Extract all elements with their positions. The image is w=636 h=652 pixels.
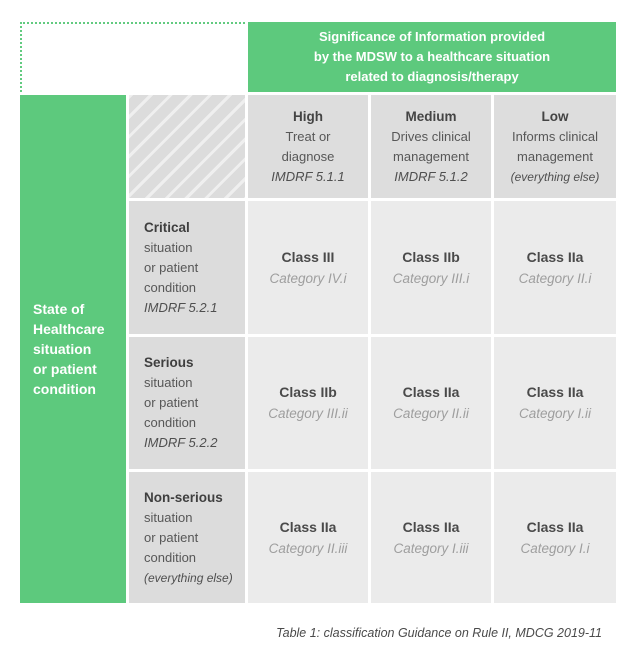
row-subtitle: situation bbox=[144, 375, 193, 390]
device-class: Class IIa bbox=[402, 384, 460, 400]
row-title: Serious bbox=[144, 355, 194, 370]
state-of-healthcare-header: State of Healthcare situation or patient… bbox=[20, 95, 126, 603]
column-subtitle: Drives clinical bbox=[391, 128, 471, 144]
device-class: Class IIb bbox=[279, 384, 337, 400]
imdrf-category: Category II.ii bbox=[393, 406, 469, 421]
row-subtitle: situation bbox=[144, 509, 193, 525]
column-header-low: Low Informs clinical management (everyth… bbox=[494, 95, 616, 198]
device-class: Class IIb bbox=[402, 248, 460, 265]
imdrf-category: Category I.i bbox=[520, 540, 590, 556]
cell-non-serious-high: Class IIa Category II.iii bbox=[248, 472, 368, 603]
device-class: Class IIa bbox=[402, 518, 460, 535]
imdrf-category: Category III.ii bbox=[268, 406, 348, 421]
column-reference: IMDRF 5.1.1 bbox=[271, 168, 345, 184]
column-subtitle: management bbox=[517, 148, 593, 164]
row-title: Non-serious bbox=[144, 489, 223, 505]
column-subtitle: Treat or bbox=[285, 128, 331, 144]
device-class: Class IIa bbox=[526, 384, 584, 400]
imdrf-category: Category I.iii bbox=[393, 540, 469, 556]
state-header-line: or patient bbox=[33, 361, 97, 377]
table-caption: Table 1: classification Guidance on Rule… bbox=[276, 626, 602, 640]
table-grid: Significance of Information provided by … bbox=[20, 22, 616, 603]
column-header-medium: Medium Drives clinical management IMDRF … bbox=[371, 95, 491, 198]
significance-header-line: by the MDSW to a healthcare situation bbox=[313, 49, 551, 64]
device-class: Class III bbox=[281, 248, 335, 265]
state-header-line: condition bbox=[33, 381, 96, 397]
row-reference: (everything else) bbox=[144, 570, 233, 585]
imdrf-category: Category II.i bbox=[518, 270, 592, 286]
row-title: Critical bbox=[144, 219, 190, 235]
row-subtitle: condition bbox=[144, 415, 197, 430]
cell-non-serious-medium: Class IIa Category I.iii bbox=[371, 472, 491, 603]
state-header-line: Healthcare bbox=[33, 321, 105, 337]
cell-serious-high: Class IIb Category III.ii bbox=[248, 337, 368, 469]
state-header-line: situation bbox=[33, 341, 92, 357]
row-subtitle: condition bbox=[144, 549, 197, 565]
column-subtitle: Informs clinical bbox=[512, 128, 598, 144]
cell-critical-medium: Class IIb Category III.i bbox=[371, 201, 491, 334]
device-class: Class IIa bbox=[526, 248, 584, 265]
imdrf-category: Category I.ii bbox=[518, 406, 592, 421]
column-title: Low bbox=[541, 108, 569, 124]
imdrf-category: Category III.i bbox=[392, 270, 470, 286]
classification-table: Significance of Information provided by … bbox=[20, 22, 616, 603]
imdrf-category: Category IV.i bbox=[269, 270, 347, 286]
imdrf-category: Category II.iii bbox=[268, 540, 348, 556]
significance-header-line: related to diagnosis/therapy bbox=[345, 69, 519, 84]
cell-serious-low: Class IIa Category I.ii bbox=[494, 337, 616, 469]
significance-header: Significance of Information provided by … bbox=[248, 22, 616, 92]
row-subtitle: condition bbox=[144, 279, 197, 295]
row-header-serious: Serious situation or patient condition I… bbox=[129, 337, 245, 469]
row-header-critical: Critical situation or patient condition … bbox=[129, 201, 245, 334]
device-class: Class IIa bbox=[279, 518, 337, 535]
cell-critical-low: Class IIa Category II.i bbox=[494, 201, 616, 334]
corner-hatched-cell bbox=[129, 95, 245, 198]
column-reference: (everything else) bbox=[510, 169, 600, 184]
cell-non-serious-low: Class IIa Category I.i bbox=[494, 472, 616, 603]
column-title: High bbox=[293, 108, 323, 124]
row-reference: IMDRF 5.2.1 bbox=[144, 299, 218, 315]
cell-critical-high: Class III Category IV.i bbox=[248, 201, 368, 334]
column-reference: IMDRF 5.1.2 bbox=[394, 168, 468, 184]
row-subtitle: situation bbox=[144, 239, 193, 255]
row-subtitle: or patient bbox=[144, 259, 199, 275]
cell-serious-medium: Class IIa Category II.ii bbox=[371, 337, 491, 469]
significance-header-line: Significance of Information provided bbox=[318, 29, 546, 44]
row-reference: IMDRF 5.2.2 bbox=[144, 435, 218, 450]
device-class: Class IIa bbox=[526, 518, 584, 535]
column-subtitle: management bbox=[393, 148, 469, 164]
empty-dotted-placeholder bbox=[20, 22, 245, 92]
row-subtitle: or patient bbox=[144, 395, 199, 410]
state-header-line: State of bbox=[33, 301, 85, 317]
column-subtitle: diagnose bbox=[281, 148, 335, 164]
column-header-high: High Treat or diagnose IMDRF 5.1.1 bbox=[248, 95, 368, 198]
row-header-non-serious: Non-serious situation or patient conditi… bbox=[129, 472, 245, 603]
row-subtitle: or patient bbox=[144, 529, 199, 545]
column-title: Medium bbox=[405, 108, 457, 124]
